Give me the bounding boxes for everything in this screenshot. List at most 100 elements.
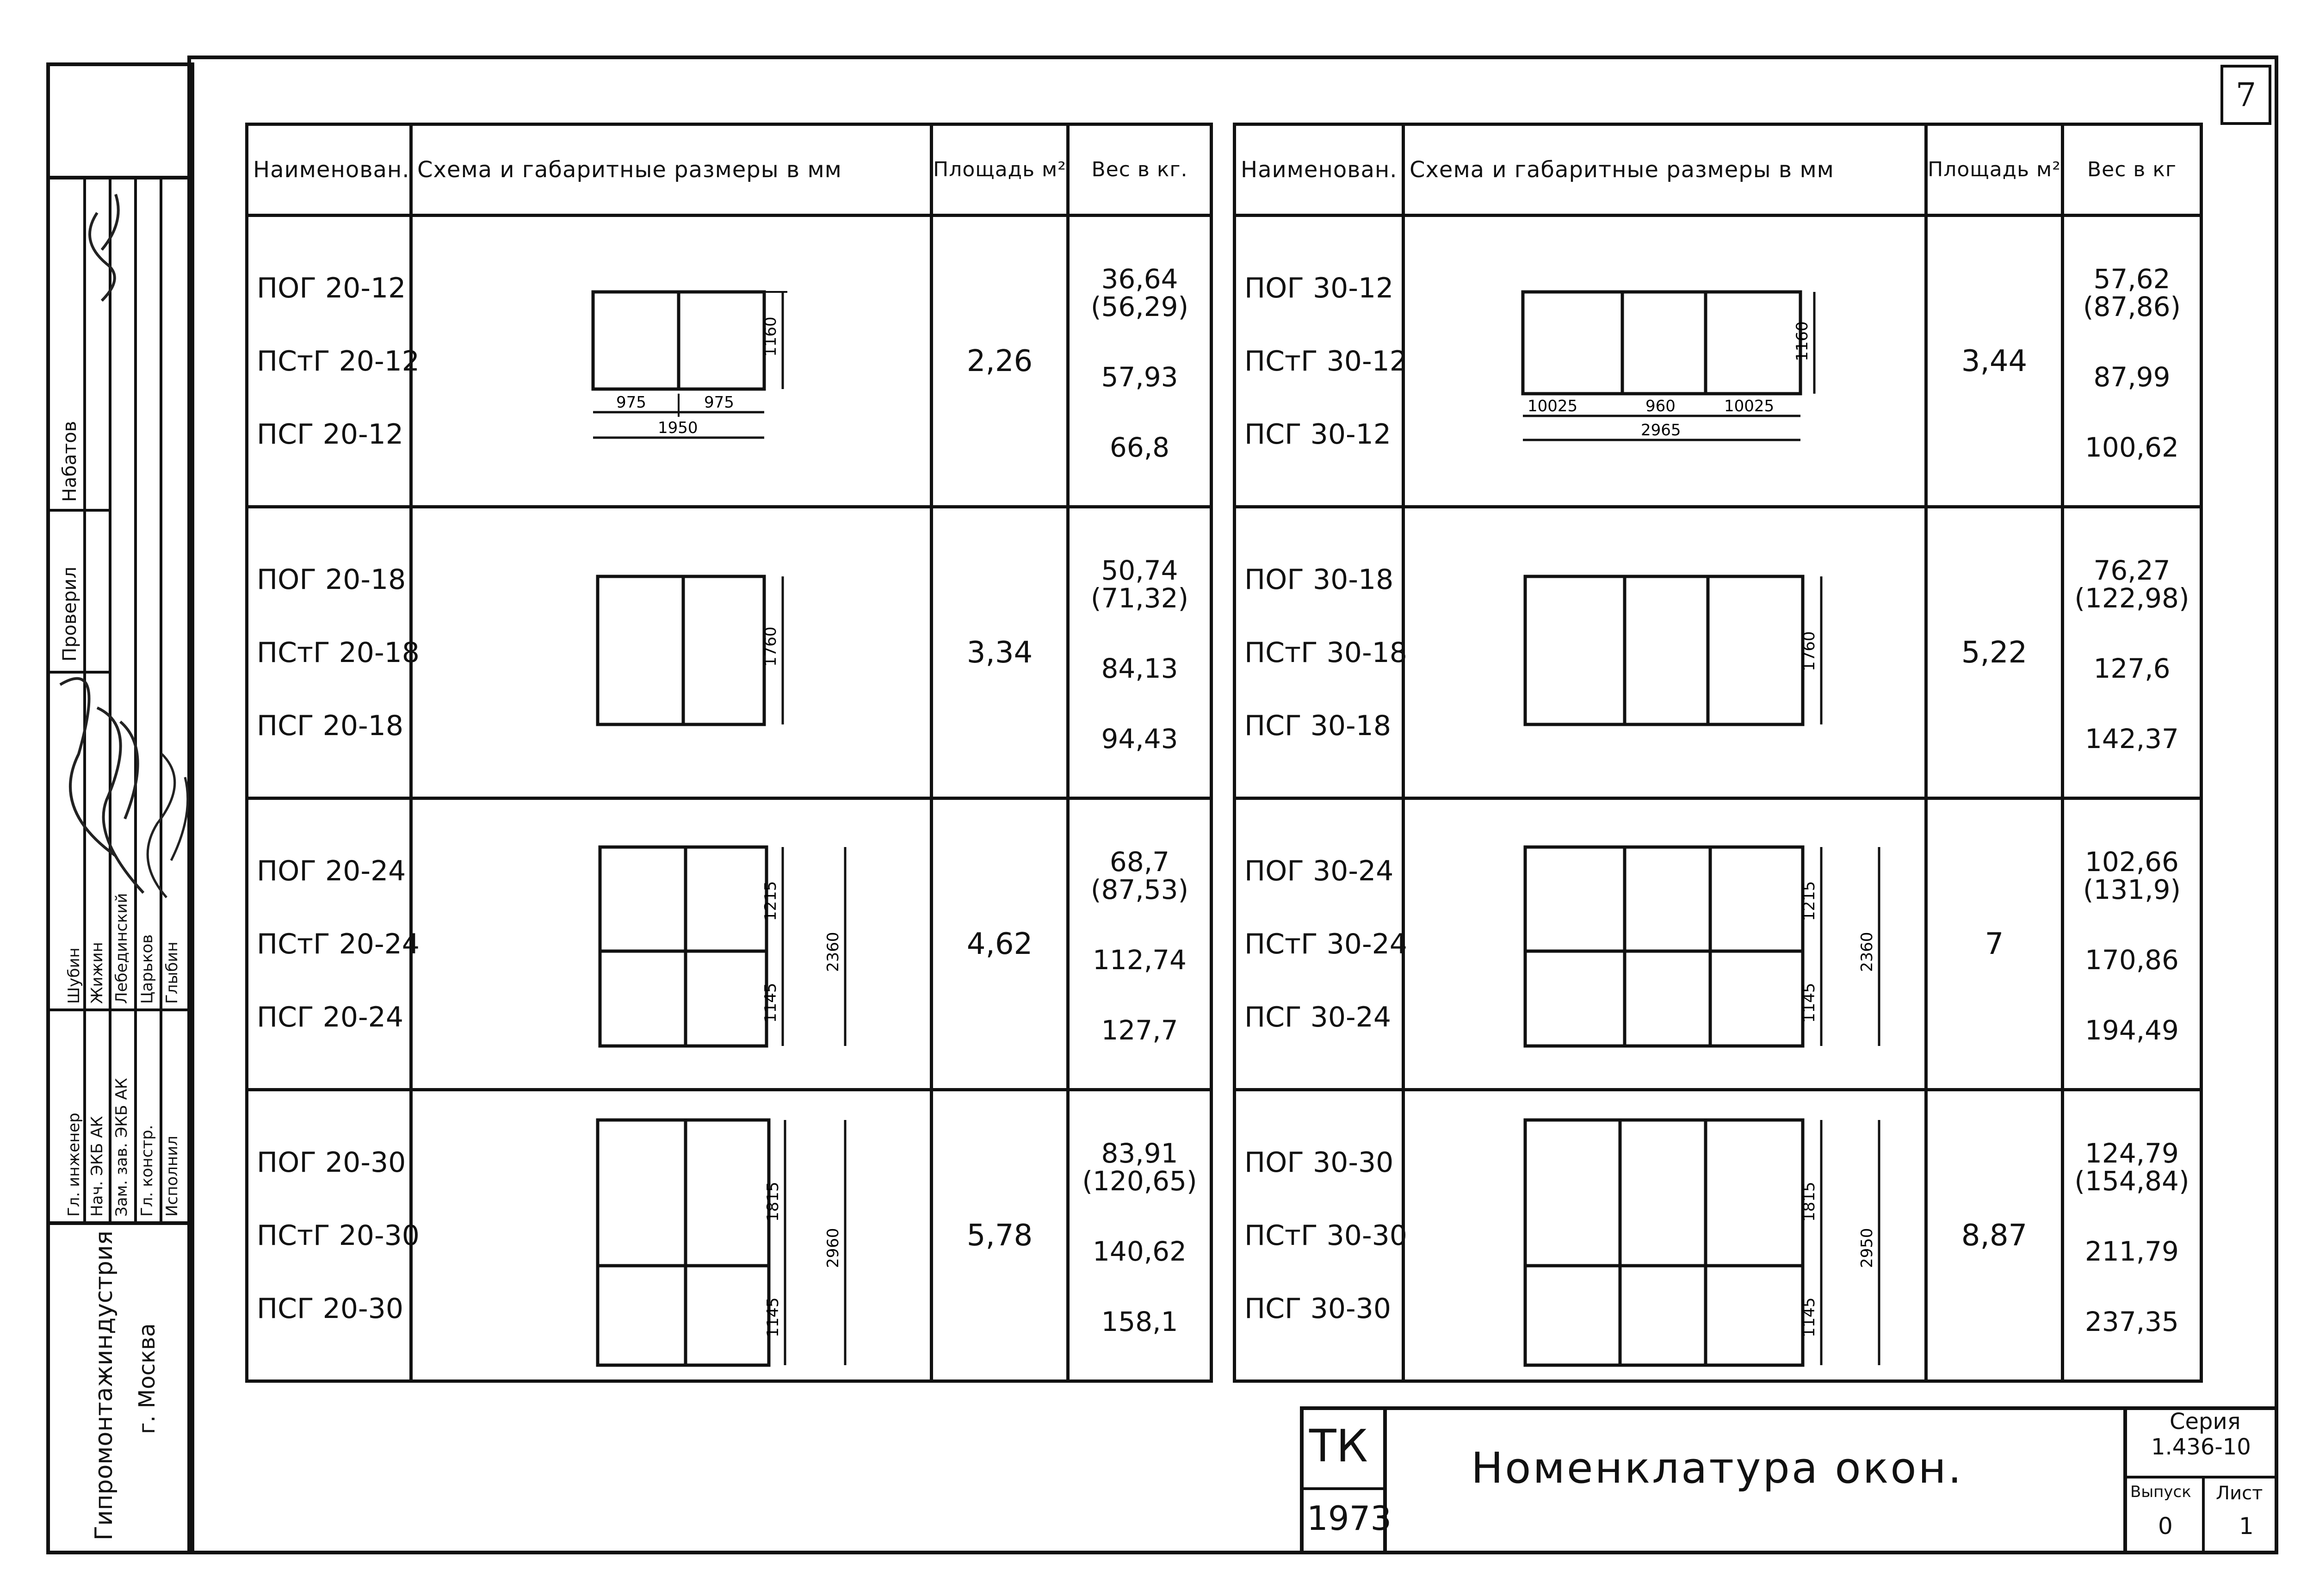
- city-name: г. Москва: [134, 1323, 160, 1434]
- weight-value: 76,27: [2093, 554, 2171, 586]
- weight-value: 194,49: [2085, 1014, 2179, 1046]
- weight-value: (120,65): [1082, 1165, 1197, 1197]
- side-strip-border: [46, 62, 194, 1554]
- left-table: Наименован. Схема и габаритные размеры в…: [245, 123, 1213, 1383]
- scheme-cell: 1760: [1402, 505, 1928, 800]
- item-name: ПСтГ 30-18: [1244, 636, 1407, 669]
- weight-cell: 76,27 (122,98) 127,6 142,37: [2061, 505, 2203, 800]
- item-name: ПОГ 30-24: [1244, 854, 1394, 887]
- dim-total: 2950: [1858, 1228, 1876, 1268]
- code-bottom: 1973: [1307, 1499, 1392, 1538]
- item-name: ПОГ 20-30: [257, 1146, 406, 1179]
- sheet-value: 1: [2239, 1513, 2254, 1540]
- drawing-title: Номенклатура окон.: [1471, 1443, 1963, 1493]
- weight-value: (71,32): [1090, 582, 1189, 614]
- table-row: ПОГ 20-18 ПСтГ 20-18 ПСГ 20-18 1760 3,34…: [245, 505, 1213, 800]
- names-cell: ПОГ 20-30 ПСтГ 20-30 ПСГ 20-30: [245, 1088, 420, 1383]
- weight-value: (131,9): [2083, 873, 2181, 905]
- dim-top: 1215: [1800, 881, 1818, 921]
- dim-top: 1815: [1800, 1182, 1818, 1222]
- area-cell: 2,26: [930, 214, 1070, 508]
- col-weight: Вес в кг: [2061, 123, 2203, 217]
- weight-value: 68,7: [1109, 846, 1170, 878]
- signature-marks: [59, 194, 189, 898]
- col-scheme: Схема и габаритные размеры в мм: [1402, 123, 1928, 217]
- item-name: ПСтГ 20-24: [257, 928, 420, 960]
- area-cell: 7: [1924, 797, 2064, 1091]
- table-row: ПОГ 30-12 ПСтГ 30-12 ПСГ 30-12 1160 1002…: [1233, 214, 2203, 508]
- dim-total: 1950: [658, 419, 698, 437]
- dim-w2: 975: [704, 393, 734, 412]
- item-name: ПСГ 20-12: [257, 418, 404, 451]
- dim-w1: 10025: [1528, 397, 1577, 415]
- weight-cell: 102,66 (131,9) 170,86 194,49: [2061, 797, 2203, 1091]
- header-row: Наименован. Схема и габаритные размеры в…: [1233, 123, 2203, 217]
- dim-height: 1160: [761, 316, 780, 357]
- item-name: ПСГ 30-18: [1244, 709, 1392, 742]
- names-cell: ПОГ 20-24 ПСтГ 20-24 ПСГ 20-24: [245, 797, 420, 1091]
- dim-bottom: 1145: [764, 1297, 782, 1337]
- weight-cell: 68,7 (87,53) 112,74 127,7: [1066, 797, 1213, 1091]
- weight-value: 57,62: [2093, 263, 2171, 295]
- dim-top: 1215: [761, 881, 780, 921]
- dim-height: 1160: [1793, 321, 1812, 361]
- weight-value: 170,86: [2085, 944, 2179, 976]
- series-value: 1.436-10: [2151, 1434, 2251, 1460]
- col-name: Наименован.: [245, 123, 413, 217]
- item-name: ПОГ 30-18: [1244, 563, 1394, 596]
- col-scheme: Схема и габаритные размеры в мм: [409, 123, 933, 217]
- weight-value: (87,53): [1090, 873, 1189, 905]
- scheme-cell: 1815 1145 2950: [1402, 1088, 1928, 1383]
- dim-bottom: 1145: [761, 983, 780, 1023]
- names-cell: ПОГ 30-24 ПСтГ 30-24 ПСГ 30-24: [1233, 797, 1407, 1091]
- item-name: ПСГ 30-24: [1244, 1001, 1392, 1033]
- table-row: ПОГ 20-24 ПСтГ 20-24 ПСГ 20-24 1215 1145…: [245, 797, 1213, 1091]
- weight-value: (56,29): [1090, 291, 1189, 322]
- right-table: Наименован. Схема и габаритные размеры в…: [1233, 123, 2203, 1383]
- names-cell: ПОГ 30-30 ПСтГ 30-30 ПСГ 30-30: [1233, 1088, 1407, 1383]
- table-row: ПОГ 30-30 ПСтГ 30-30 ПСГ 30-30 1815 1145…: [1233, 1088, 2203, 1383]
- role-0: Гл. инженер: [65, 1113, 83, 1217]
- weight-value: 57,93: [1101, 361, 1178, 393]
- table-row: ПОГ 20-30 ПСтГ 20-30 ПСГ 20-30 1815 1145…: [245, 1088, 1213, 1383]
- scheme-cell: 1215 1145 2360: [409, 797, 933, 1091]
- dim-total: 2965: [1641, 421, 1681, 439]
- weight-value: 127,6: [2093, 652, 2171, 684]
- weight-cell: 50,74 (71,32) 84,13 94,43: [1066, 505, 1213, 800]
- role-1: Нач. ЭКБ АК: [88, 1116, 106, 1217]
- names-cell: ПОГ 20-18 ПСтГ 20-18 ПСГ 20-18: [245, 505, 420, 800]
- names-cell: ПОГ 30-12 ПСтГ 30-12 ПСГ 30-12: [1233, 214, 1407, 508]
- dim-bottom: 1145: [1800, 983, 1818, 1023]
- col-name: Наименован.: [1233, 123, 1405, 217]
- role-4: Исполнил: [163, 1136, 181, 1217]
- weight-value: 158,1: [1101, 1305, 1178, 1337]
- window-scheme: 1760: [596, 575, 784, 726]
- weight-value: (87,86): [2083, 291, 2181, 322]
- weight-cell: 36,64 (56,29) 57,93 66,8: [1066, 214, 1213, 508]
- org-name: Гипромонтажиндустрия: [90, 1231, 118, 1540]
- weight-value: (122,98): [2074, 582, 2189, 614]
- weight-value: 142,37: [2085, 723, 2179, 755]
- weight-value: 66,8: [1109, 431, 1170, 463]
- dim-total: 2360: [824, 932, 842, 972]
- scheme-cell: 1760: [409, 505, 933, 800]
- table-row: ПОГ 30-18 ПСтГ 30-18 ПСГ 30-18 1760 5,22…: [1233, 505, 2203, 800]
- item-name: ПСГ 20-18: [257, 709, 404, 742]
- col-area: Площадь м²: [930, 123, 1070, 217]
- weight-value: 102,66: [2085, 846, 2179, 878]
- weight-value: 112,74: [1093, 944, 1187, 976]
- scheme-cell: 1215 1145 2360: [1402, 797, 1928, 1091]
- item-name: ПСтГ 30-12: [1244, 345, 1407, 377]
- item-name: ПОГ 20-12: [257, 272, 406, 304]
- dim-total: 2960: [824, 1228, 842, 1268]
- scheme-cell: 1160 10025 960 10025 2965: [1402, 214, 1928, 508]
- dim-top: 1815: [764, 1182, 782, 1222]
- window-scheme: 1815 1145 2960: [596, 1118, 847, 1367]
- window-scheme: 1215 1145 2360: [598, 845, 847, 1047]
- dim-height: 1760: [1800, 631, 1818, 671]
- weight-value: 211,79: [2085, 1235, 2179, 1267]
- weight-value: 36,64: [1101, 263, 1178, 295]
- col-weight: Вес в кг.: [1066, 123, 1213, 217]
- item-name: ПСтГ 20-18: [257, 636, 420, 669]
- table-row: ПОГ 30-24 ПСтГ 30-24 ПСГ 30-24 1215 1145…: [1233, 797, 2203, 1091]
